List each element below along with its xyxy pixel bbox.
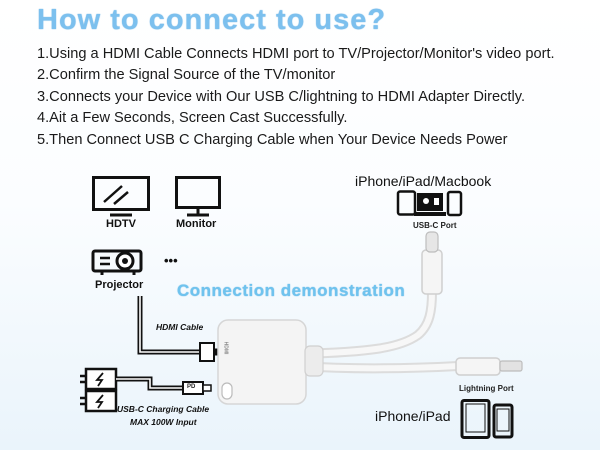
projector-icon bbox=[91, 249, 143, 275]
step-3: 3.Connects your Device with Our USB C/li… bbox=[37, 88, 525, 105]
monitor-icon bbox=[175, 176, 221, 217]
hdtv-label: HDTV bbox=[106, 218, 136, 230]
lightning-port-label: Lightning Port bbox=[459, 384, 514, 393]
step-5: 5.Then Connect USB C Charging Cable when… bbox=[37, 131, 508, 148]
bottom-device-title: iPhone/iPad bbox=[375, 408, 451, 424]
top-device-title: iPhone/iPad/Macbook bbox=[355, 173, 492, 189]
charging-cable-label: USB-C Charging Cable bbox=[117, 404, 210, 414]
step-4: 4.Ait a Few Seconds, Screen Cast Success… bbox=[37, 110, 348, 127]
tablet-phone-icon bbox=[460, 399, 514, 439]
monitor-label: Monitor bbox=[176, 218, 217, 230]
instruction-list: 1.Using a HDMI Cable Connects HDMI port … bbox=[37, 44, 555, 151]
more-devices-dots: ••• bbox=[164, 253, 178, 268]
demo-label: Connection demonstration bbox=[177, 281, 406, 300]
multi-device-icon bbox=[396, 190, 463, 217]
projector-label: Projector bbox=[95, 279, 144, 291]
tv-icon bbox=[92, 176, 150, 217]
step-1: 1.Using a HDMI Cable Connects HDMI port … bbox=[37, 46, 555, 62]
hdmi-port-mark: HDMI bbox=[222, 341, 229, 355]
pd-label: PD bbox=[187, 384, 196, 390]
page-title: How to connect to use? bbox=[37, 4, 387, 36]
step-2: 2.Confirm the Signal Source of the TV/mo… bbox=[37, 67, 336, 84]
hdmi-cable-label: HDMI Cable bbox=[156, 322, 204, 332]
charging-max-label: MAX 100W Input bbox=[130, 417, 197, 427]
usb-c-port-label: USB-C Port bbox=[413, 221, 457, 230]
